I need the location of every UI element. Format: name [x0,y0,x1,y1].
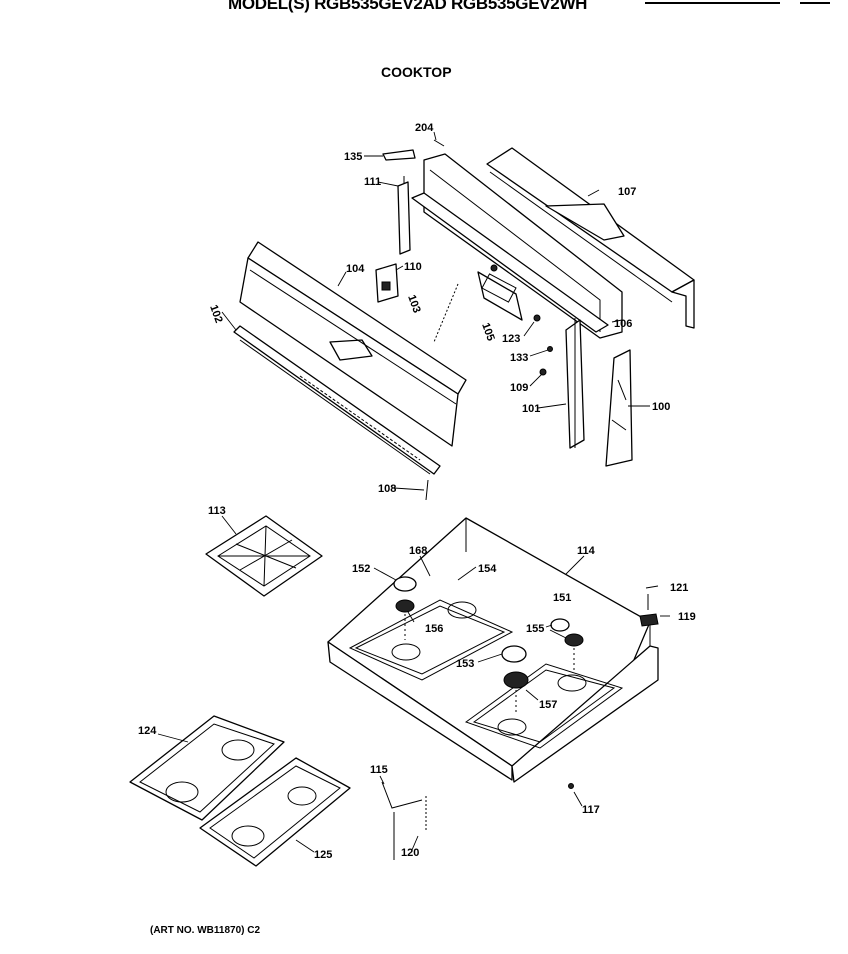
art-number: (ART NO. WB11870) C2 [150,925,261,936]
label-part-168: 168 [409,545,427,557]
label-part-111: 111 [364,176,381,188]
label-part-110: 110 [404,261,422,273]
control-panel-trim-strip [233,325,441,475]
label-part-120: 120 [401,847,419,859]
burner-grate [205,515,323,597]
label-part-113: 113 [208,505,226,517]
label-part-104: 104 [346,263,365,275]
backsplash-top-cover [486,147,695,329]
label-part-204: 204 [415,122,434,134]
label-part-156: 156 [425,623,443,635]
leader-lines [157,131,670,853]
front-control-panel [239,241,467,447]
label-part-133: 133 [510,352,528,364]
label-part-114: 114 [577,545,596,557]
label-part-109: 109 [510,382,528,394]
top-right-rule [645,2,780,4]
top-right-rule-short [800,2,830,4]
label-part-103: 103 [405,293,423,314]
label-part-117: 117 [582,804,600,816]
label-part-101: 101 [522,403,540,415]
cooktop-main-top [327,517,659,789]
label-part-102: 102 [207,303,225,324]
label-part-123: 123 [502,333,520,345]
backsplash-rear-panel [411,153,623,339]
label-part-107: 107 [618,186,636,198]
label-part-100: 100 [652,401,670,413]
label-part-115: 115 [370,764,388,776]
label-part-155: 155 [526,623,544,635]
burner-rod [381,781,427,860]
label-part-135: 135 [344,151,362,163]
label-part-151: 151 [553,592,571,604]
label-part-119: 119 [678,611,696,623]
label-part-106: 106 [614,318,632,330]
drip-pan-right [199,757,351,867]
label-part-105: 105 [479,321,497,342]
label-part-124: 124 [138,725,157,737]
label-part-125: 125 [314,849,332,861]
section-title: COOKTOP [381,64,452,80]
label-part-154: 154 [478,563,497,575]
drip-pan-left [129,715,285,821]
part-number-labels: 204 135 111 107 104 110 103 102 105 106 … [138,122,696,861]
small-parts [375,139,633,501]
label-part-121: 121 [670,582,688,594]
label-part-152: 152 [352,563,370,575]
model-number-heading: MODEL(S) RGB535GEV2AD RGB535GEV2WH [228,0,588,13]
label-part-108: 108 [378,483,396,495]
label-part-157: 157 [539,699,557,711]
label-part-153: 153 [456,658,474,670]
